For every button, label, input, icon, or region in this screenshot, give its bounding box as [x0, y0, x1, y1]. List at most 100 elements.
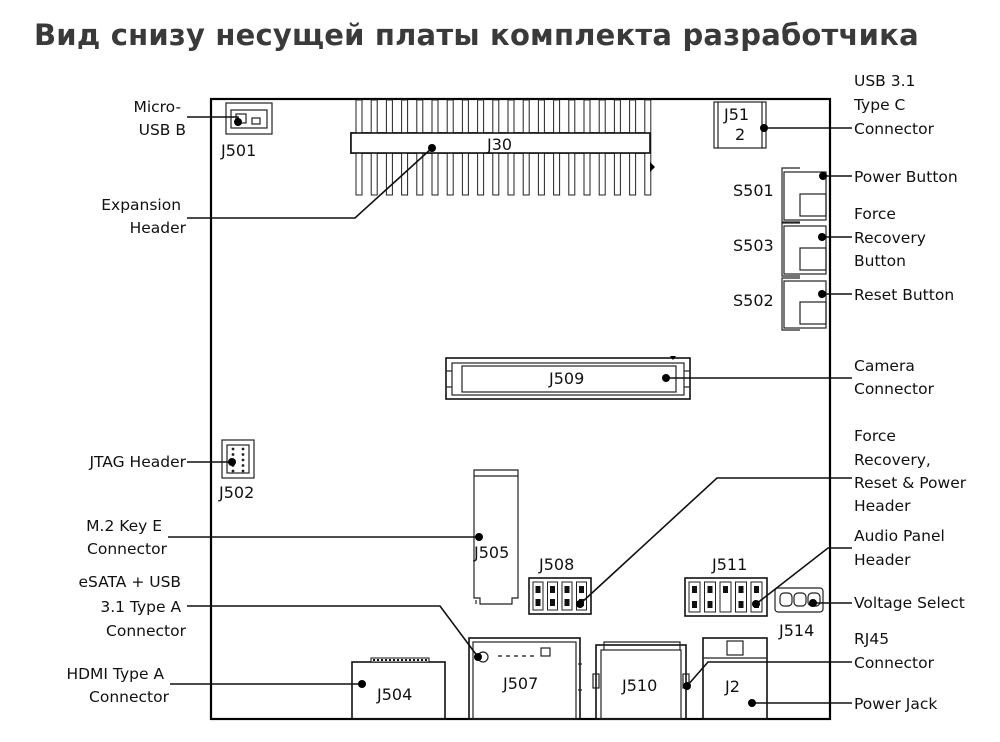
header-pin [535, 586, 541, 593]
label-esata-line3: Connector [106, 622, 187, 640]
ref-j30: J30 [486, 135, 512, 154]
header-pin [579, 586, 584, 593]
ref-j509: J509 [548, 369, 584, 388]
label-esata-line2: 3.1 Type A [100, 598, 181, 616]
label-m2-line2: Connector [87, 540, 168, 558]
jtag-pin [241, 447, 245, 451]
header-pin-pair [576, 581, 587, 611]
m2-connector [473, 469, 519, 605]
label-power-jack: Power Jack [854, 695, 937, 713]
jtag-pin [241, 464, 245, 467]
page-title: Вид снизу несущей платы комплекта разраб… [34, 18, 919, 52]
label-force-rec-line2: Recovery [854, 229, 926, 247]
label-frrp-line4: Header [854, 497, 911, 515]
label-m2-connector: M.2 Key E Connector [86, 517, 167, 558]
label-rj45: RJ45 Connector [854, 630, 935, 672]
label-rj45-line2: Connector [854, 654, 935, 672]
jtag-pin [241, 458, 245, 462]
label-usb-c: USB 3.1 Type C Connector [853, 72, 935, 138]
jtag-header [221, 439, 255, 479]
label-frrp-line1: Force [854, 427, 896, 445]
label-esata-usb: eSATA + USB 3.1 Type A Connector [78, 573, 186, 640]
label-audio-panel: Audio Panel Header [854, 527, 950, 569]
jtag-pin [231, 453, 235, 456]
force-recovery-switch [781, 222, 827, 277]
audio-pin [723, 586, 728, 593]
label-frrp-header: Force Recovery, Reset & Power Header [854, 427, 971, 515]
label-micro-usb-line1: Micro- [133, 98, 181, 116]
jtag-pin [231, 447, 235, 451]
esata-usb-connector [468, 637, 582, 720]
power-jack [702, 637, 768, 720]
label-esata-line1: eSATA + USB [78, 573, 181, 591]
label-audio-line2: Header [854, 551, 911, 569]
leader-lines [168, 116, 852, 707]
label-frrp-line2: Recovery, [854, 451, 931, 469]
label-hdmi: HDMI Type A Connector [66, 665, 169, 706]
audio-pin [692, 601, 697, 608]
label-audio-line1: Audio Panel [854, 527, 945, 545]
jtag-pin [241, 469, 245, 473]
label-jtag-header: JTAG Header [88, 453, 186, 471]
label-force-recovery-button: Force Recovery Button [854, 205, 931, 270]
label-jtag-line1: JTAG Header [88, 453, 186, 471]
label-expansion-line2: Header [130, 219, 187, 237]
ref-j502: J502 [218, 483, 254, 502]
audio-pin-pair [719, 581, 732, 613]
ref-j507: J507 [502, 674, 538, 693]
header-pin-pair [547, 581, 558, 611]
label-m2-line1: M.2 Key E [86, 517, 162, 535]
audio-pin-pair [735, 581, 747, 613]
header-pin [535, 599, 541, 606]
label-power-button-line1: Power Button [854, 168, 958, 186]
audio-pin [707, 601, 713, 608]
power-button-switch [781, 167, 827, 223]
force-recovery-reset-power-header [528, 577, 592, 615]
ref-j512-line2: 2 [735, 125, 745, 144]
label-reset-button: Reset Button [854, 286, 954, 304]
reset-button-switch [781, 277, 827, 331]
ref-j510: J510 [621, 676, 657, 695]
expansion-header [350, 99, 652, 196]
ref-j501: J501 [220, 141, 256, 160]
label-camera-line2: Connector [854, 380, 935, 398]
label-force-rec-line3: Button [854, 252, 906, 270]
label-camera-line1: Camera [854, 357, 915, 375]
ref-j514: J514 [778, 621, 814, 640]
ref-j511: J511 [711, 555, 747, 574]
label-hdmi-line2: Connector [89, 688, 170, 706]
rj45-connector [592, 641, 690, 720]
audio-pin-pair [688, 581, 701, 613]
ref-s503: S503 [733, 236, 774, 255]
ref-s501: S501 [733, 181, 774, 200]
label-micro-usb-line2: USB B [139, 121, 186, 139]
label-voltage-line1: Voltage Select [854, 594, 965, 612]
header-pin [564, 599, 570, 606]
audio-pin-pair [750, 581, 763, 613]
label-usbc-line3: Connector [854, 120, 935, 138]
label-expansion-header: Expansion Header [101, 196, 186, 237]
label-power-button: Power Button [854, 168, 958, 186]
audio-pin [692, 586, 697, 593]
audio-panel-header [684, 577, 768, 617]
audio-pin [738, 586, 744, 593]
label-micro-usb: Micro- USB B [133, 98, 186, 139]
ref-s502: S502 [733, 291, 774, 310]
label-camera-connector: Camera Connector [854, 357, 935, 398]
label-usbc-line1: USB 3.1 [854, 72, 915, 90]
label-frrp-line3: Reset & Power [854, 474, 967, 492]
label-reset-line1: Reset Button [854, 286, 954, 304]
voltage-select-jumper [774, 587, 824, 613]
audio-pin [738, 601, 744, 608]
label-usbc-line2: Type C [853, 96, 905, 114]
ref-j508: J508 [538, 555, 574, 574]
ref-j512-line1: J51 [723, 105, 749, 124]
ref-j505: J505 [473, 543, 509, 562]
label-force-rec-line1: Force [854, 205, 896, 223]
pin1-marker [650, 162, 655, 172]
micro-usb-connector [225, 102, 273, 135]
expansion-header-body [350, 132, 651, 154]
jtag-pin [241, 453, 245, 456]
header-pin-pair [532, 581, 544, 611]
